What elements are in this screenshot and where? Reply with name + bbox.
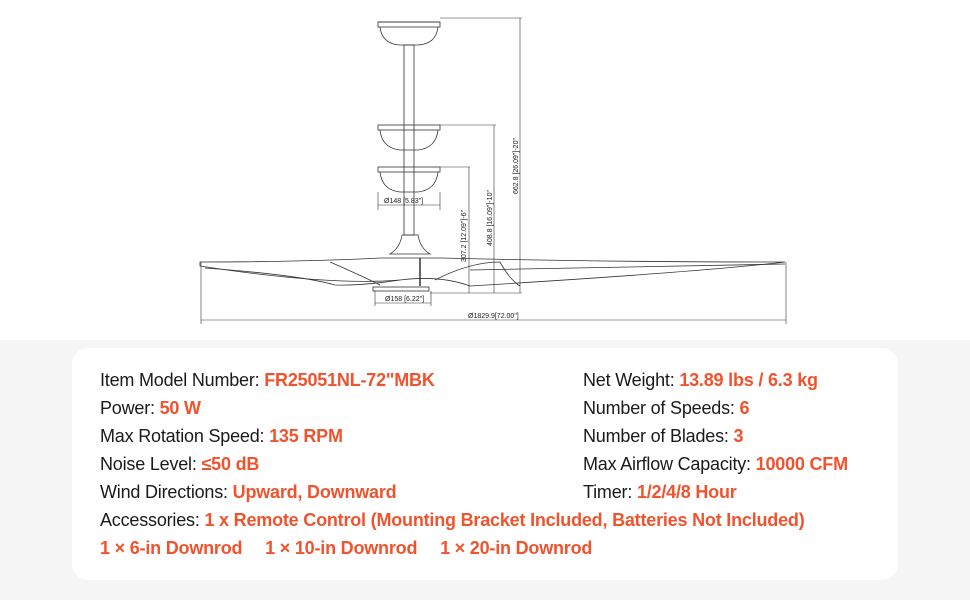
spec-timer: Timer: 1/2/4/8 Hour bbox=[583, 482, 737, 502]
dim-height-6in: 307.2 [12.09"]-6" bbox=[461, 209, 468, 262]
spec-model: Item Model Number: FR25051NL-72"MBK bbox=[100, 370, 435, 390]
spec-weight: Net Weight: 13.89 lbs / 6.3 kg bbox=[583, 370, 818, 390]
downrod bbox=[403, 44, 415, 236]
fan-dimension-drawing: Ø148 [5.83"] Ø158 [6.22"] Ø1829.9[72.00"… bbox=[199, 17, 787, 324]
dim-height-10in: 408.8 [16.09"]-10" bbox=[487, 190, 494, 246]
motor bbox=[388, 234, 432, 255]
spec-rotation-speed: Max Rotation Speed: 135 RPM bbox=[100, 426, 343, 446]
housing-6in bbox=[377, 166, 441, 193]
spec-card: Item Model Number: FR25051NL-72"MBK Powe… bbox=[72, 348, 898, 580]
downrod-6in: 1 × 6-in Downrod bbox=[100, 538, 243, 558]
spec-blades: Number of Blades: 3 bbox=[583, 426, 744, 446]
spec-noise: Noise Level: ≤50 dB bbox=[100, 454, 260, 474]
dim-canopy-diameter: Ø148 [5.83"] bbox=[384, 198, 423, 205]
dim-height-20in: 662.8 [26.09"]-20" bbox=[513, 138, 520, 194]
spec-speeds: Number of Speeds: 6 bbox=[583, 398, 750, 418]
dim-span: Ø1829.9[72.00"] bbox=[468, 313, 519, 320]
spec-accessories: Accessories: 1 x Remote Control (Mountin… bbox=[100, 510, 805, 530]
spec-airflow: Max Airflow Capacity: 10000 CFM bbox=[583, 454, 848, 474]
spec-downrods: 1 × 6-in Downrod 1 × 10-in Downrod 1 × 2… bbox=[100, 538, 592, 559]
downrod-10in: 1 × 10-in Downrod bbox=[265, 538, 418, 558]
spec-wind-directions: Wind Directions: Upward, Downward bbox=[100, 482, 397, 502]
housing-10in bbox=[377, 124, 441, 151]
canopy bbox=[377, 21, 441, 46]
dim-motor-diameter: Ø158 [6.22"] bbox=[385, 296, 424, 303]
dimension-lines bbox=[200, 17, 787, 324]
downrod-20in: 1 × 20-in Downrod bbox=[440, 538, 593, 558]
fan-blades bbox=[199, 257, 786, 292]
spec-power: Power: 50 W bbox=[100, 398, 201, 418]
